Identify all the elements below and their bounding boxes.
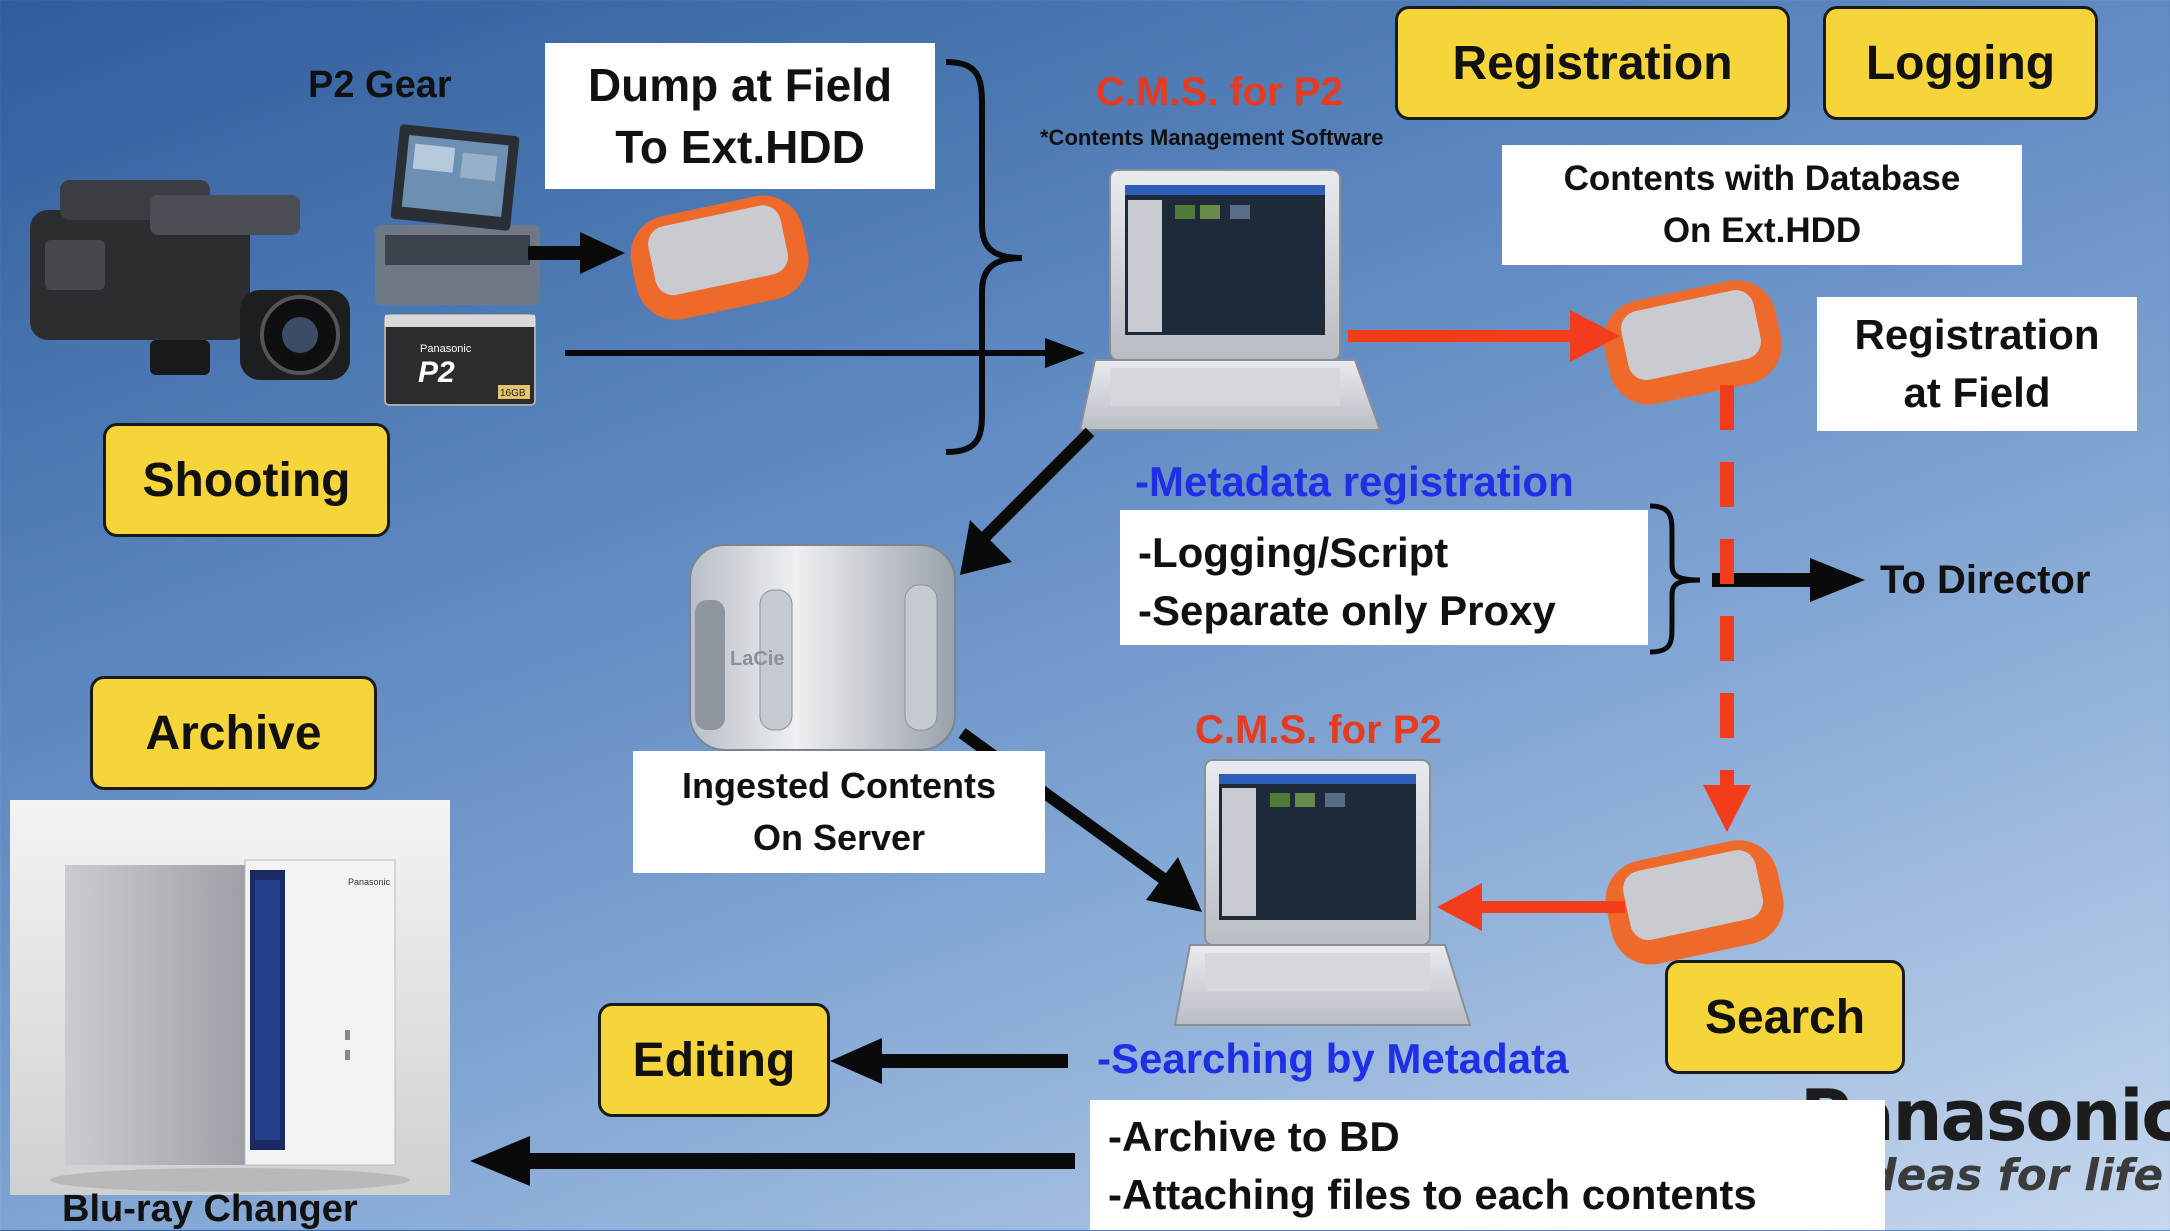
laptop-icon-top xyxy=(1078,169,1382,431)
archive-overlay-line1: -Archive to BD xyxy=(1108,1113,1400,1160)
meta-line2: -Separate only Proxy xyxy=(1138,587,1556,634)
shooting-box: Shooting xyxy=(103,423,390,537)
regfield-line1: Registration xyxy=(1854,311,2100,358)
black-arrows xyxy=(470,232,1865,1186)
bluray-changer-icon: Panasonic xyxy=(10,800,450,1195)
p2-card-icon: Panasonic P2 16GB xyxy=(384,314,536,406)
svg-text:P2: P2 xyxy=(418,356,455,389)
hdd-icon-database xyxy=(1603,280,1782,405)
contents-database-box: Contents with Database On Ext.HDD xyxy=(1502,145,2022,265)
cms-bottom-label: C.M.S. for P2 xyxy=(1195,708,1442,752)
dump-line1: Dump at Field xyxy=(587,59,893,111)
brace-metadata xyxy=(1649,503,1701,655)
bluray-changer-label: Blu-ray Changer xyxy=(62,1188,358,1230)
registration-box: Registration xyxy=(1395,6,1790,120)
dump-at-field-box: Dump at Field To Ext.HDD xyxy=(545,43,935,189)
arrow-laptop-to-db-hdd-head xyxy=(1570,310,1620,362)
cms-top-label: C.M.S. for P2 xyxy=(1096,70,1343,114)
search-box: Search xyxy=(1665,960,1905,1074)
arrow-search-hdd-to-laptop-head xyxy=(1437,883,1482,931)
dashed-hdd-to-search-head xyxy=(1703,785,1751,832)
p2-gear-label: P2 Gear xyxy=(308,64,452,106)
red-arrows xyxy=(1348,310,1751,931)
arrow-card-to-laptop-head xyxy=(1045,338,1085,368)
arrow-to-editing-head xyxy=(830,1038,882,1084)
arrow-laptop-to-server-head xyxy=(960,520,1012,575)
searching-by-metadata-label: -Searching by Metadata xyxy=(1097,1035,1569,1082)
ingest-line1: Ingested Contents xyxy=(681,765,996,806)
arrow-to-archive-head xyxy=(470,1136,530,1186)
ingested-contents-box: Ingested Contents On Server xyxy=(633,751,1045,873)
meta-line1: -Logging/Script xyxy=(1138,529,1449,576)
svg-text:Panasonic: Panasonic xyxy=(348,877,391,887)
laptop-icon-bottom xyxy=(1173,759,1472,1026)
metadata-details-box: -Logging/Script -Separate only Proxy xyxy=(1120,510,1648,645)
svg-text:LaCie: LaCie xyxy=(730,648,784,670)
metadata-registration-label: -Metadata registration xyxy=(1135,458,1574,505)
db-line1: Contents with Database xyxy=(1563,159,1961,198)
hdd-icon-search xyxy=(1605,840,1784,965)
logging-box: Logging xyxy=(1823,6,2098,120)
arrow-metadata-to-director-head xyxy=(1810,558,1865,602)
cms-top-note: *Contents Management Software xyxy=(1040,125,1384,150)
camera-icon xyxy=(30,180,350,380)
brace-dump xyxy=(945,59,1023,455)
p2-gear-device-icon xyxy=(375,124,540,305)
editing-box: Editing xyxy=(598,1003,830,1117)
hdd-icon-dump xyxy=(630,195,809,320)
panasonic-tagline: ideas for life xyxy=(1850,1150,2164,1201)
svg-text:16GB: 16GB xyxy=(500,388,526,399)
server-icon: LaCie xyxy=(689,544,956,751)
regfield-line2: at Field xyxy=(1903,369,2051,416)
arrow-laptop-to-server xyxy=(980,427,1095,542)
dump-line2: To Ext.HDD xyxy=(615,121,865,173)
archive-details-box-overlay: -Archive to BD -Attaching files to each … xyxy=(1090,1100,1885,1230)
arrow-gear-to-hdd-head xyxy=(580,232,625,274)
archive-overlay-line2: -Attaching files to each contents xyxy=(1108,1171,1757,1218)
to-director-label: To Director xyxy=(1880,558,2091,602)
svg-text:Panasonic: Panasonic xyxy=(420,343,472,355)
ingest-line2: On Server xyxy=(752,817,926,858)
arrow-server-to-laptop2-head xyxy=(1146,857,1202,912)
db-line2: On Ext.HDD xyxy=(1662,211,1862,250)
registration-at-field-box: Registration at Field xyxy=(1817,297,2137,431)
archive-box: Archive xyxy=(90,676,377,790)
